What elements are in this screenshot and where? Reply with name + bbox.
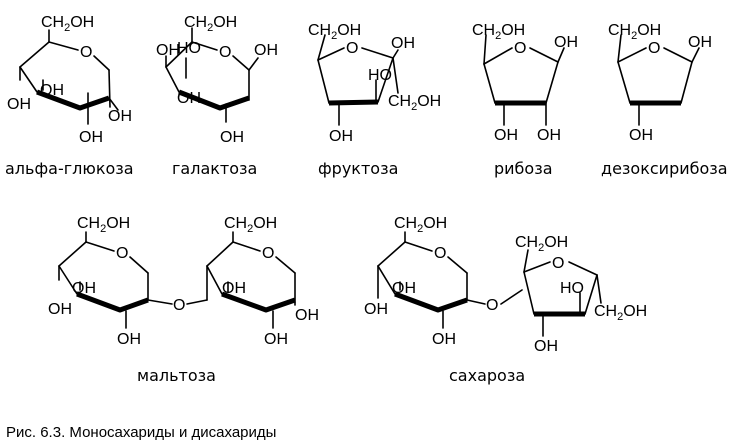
sucrose-label: сахароза — [449, 366, 525, 385]
maltose-label: мальтоза — [137, 366, 216, 385]
svg-text:OH: OH — [7, 96, 31, 113]
svg-text:OH: OH — [264, 331, 288, 348]
galactose-label: галактоза — [172, 159, 257, 178]
ribose-structure: O OH OH OH — [472, 22, 578, 144]
svg-text:OH: OH — [156, 42, 180, 59]
svg-text:OH: OH — [554, 34, 578, 51]
svg-text:OH: OH — [364, 301, 388, 318]
svg-text:OH: OH — [494, 127, 518, 144]
maltose-structure: O O O OH OH OH OH OH OH — [48, 215, 319, 348]
svg-text:O: O — [116, 245, 128, 262]
fructose-ch2oh-bottom — [388, 93, 442, 113]
svg-text:OH: OH — [40, 82, 64, 99]
svg-text:OH: OH — [72, 280, 96, 297]
svg-text:O: O — [552, 255, 564, 272]
sucrose-ch2oh-fructose-bottom — [594, 303, 648, 323]
fructose-ch2oh-top — [308, 22, 362, 42]
maltose-glycosidic-oxygen: O — [173, 297, 185, 314]
deoxyribose-structure: O OH OH — [608, 22, 712, 144]
galactose-structure: O OH HO OH OH OH — [156, 14, 278, 146]
deoxyribose-ch2oh — [608, 22, 662, 42]
svg-text:O: O — [346, 40, 358, 57]
ribose-label: рибоза — [494, 159, 553, 178]
svg-text:O: O — [219, 44, 231, 61]
fructose-structure: O OH HO OH — [308, 22, 442, 145]
svg-text:O: O — [262, 245, 274, 262]
svg-text:OH: OH — [220, 129, 244, 146]
svg-text:OH: OH — [688, 34, 712, 51]
figure-caption: Рис. 6.3. Моносахариды и дисахариды — [6, 424, 277, 441]
sucrose-ch2oh-glucose — [394, 215, 448, 235]
svg-text:OH: OH — [391, 35, 415, 52]
sucrose-structure: O O O OH OH OH HO OH — [364, 215, 648, 355]
sucrose-ch2oh-fructose-top — [515, 234, 569, 254]
svg-text:OH: OH — [629, 127, 653, 144]
sucrose-glycosidic-oxygen: O — [486, 297, 498, 314]
svg-text:OH: OH — [222, 280, 246, 297]
svg-text:HO: HO — [560, 280, 584, 297]
ribose-ch2oh — [472, 22, 526, 42]
alpha-glucose-label: альфа-глюкоза — [5, 159, 134, 178]
maltose-ch2oh-left — [77, 215, 131, 235]
svg-text:OH: OH — [177, 90, 201, 107]
svg-text:OH: OH — [79, 129, 103, 146]
maltose-ch2oh-right — [224, 215, 278, 235]
svg-text:HO: HO — [368, 67, 392, 84]
svg-text:OH: OH — [254, 42, 278, 59]
svg-text:O: O — [514, 40, 526, 57]
alpha-glucose-structure: O OH OH OH OH — [7, 14, 132, 146]
svg-text:OH: OH — [108, 108, 132, 125]
svg-text:OH: OH — [295, 307, 319, 324]
deoxyribose-label: дезоксирибоза — [601, 159, 728, 178]
fructose-label: фруктоза — [318, 159, 398, 178]
svg-text:OH: OH — [117, 331, 141, 348]
svg-text:OH: OH — [392, 280, 416, 297]
svg-text:O: O — [434, 245, 446, 262]
svg-text:HO: HO — [177, 40, 201, 57]
svg-text:OH: OH — [48, 301, 72, 318]
svg-text:OH: OH — [534, 338, 558, 355]
alpha-glucose-ring-oxygen: O — [80, 44, 92, 61]
svg-text:OH: OH — [537, 127, 561, 144]
svg-text:OH: OH — [329, 128, 353, 145]
svg-text:OH: OH — [432, 331, 456, 348]
svg-text:O: O — [648, 40, 660, 57]
